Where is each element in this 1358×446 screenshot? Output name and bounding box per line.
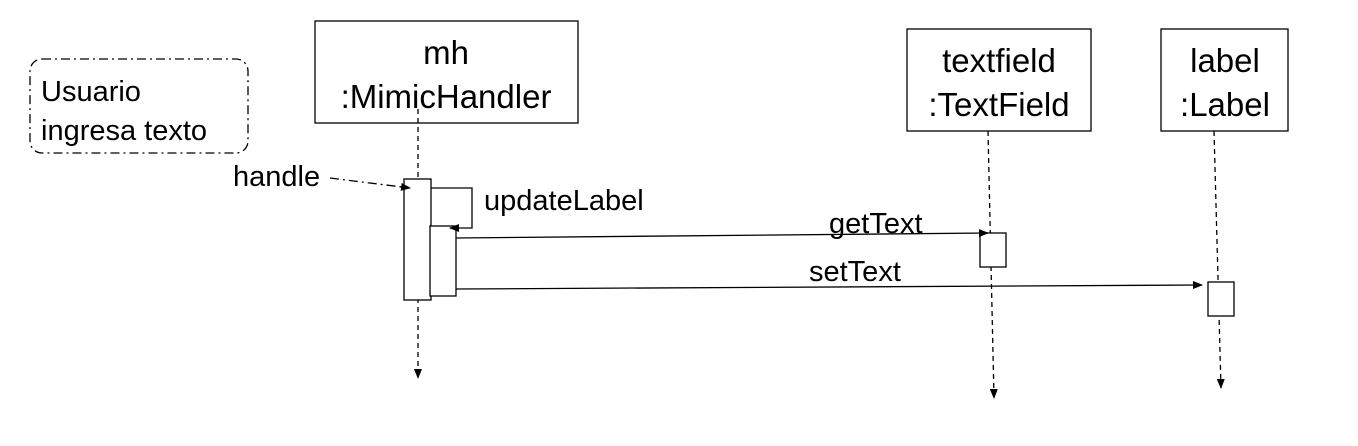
message-gettext-arrow	[455, 229, 989, 239]
message-handle-label: handle	[233, 161, 320, 193]
message-gettext: getText	[455, 208, 989, 240]
lifeline-mimichandler-type: :MimicHandler	[341, 78, 552, 115]
lifeline-label: label :Label	[1160, 28, 1289, 389]
message-handle-arrow	[329, 177, 411, 191]
lifeline-textfield-type: :TextField	[928, 86, 1069, 123]
textfield-activation	[979, 232, 1007, 268]
lifeline-mimichandler: mh :MimicHandler	[314, 20, 579, 379]
message-updatelabel-arrow	[431, 187, 473, 232]
lifeline-textfield-name: textfield	[942, 42, 1056, 79]
lifeline-label-name: label	[1190, 42, 1260, 79]
mimichandler-activation-outer	[403, 178, 432, 301]
message-settext-arrow	[455, 281, 1203, 290]
label-activation	[1207, 281, 1235, 317]
lifeline-textfield: textfield :TextField	[906, 28, 1092, 399]
message-settext: setText	[455, 256, 1203, 290]
lifeline-label-header	[1160, 28, 1289, 132]
message-updatelabel: updateLabel	[431, 185, 644, 232]
message-handle: handle	[233, 161, 411, 193]
lifeline-label-type: :Label	[1180, 86, 1270, 123]
mimichandler-activation-nested	[429, 225, 457, 297]
lifeline-mimichandler-header	[314, 20, 579, 124]
user-note-frame	[29, 58, 249, 154]
lifeline-mimichandler-name: mh	[423, 34, 469, 71]
user-note-line2: ingresa texto	[41, 115, 207, 147]
lifeline-label-line	[1213, 130, 1225, 389]
message-gettext-label: getText	[829, 208, 923, 240]
lifeline-textfield-header	[906, 28, 1092, 132]
user-note: Usuario ingresa texto	[29, 58, 249, 154]
message-settext-label: setText	[809, 256, 901, 288]
message-updatelabel-label: updateLabel	[484, 185, 644, 217]
user-note-line1: Usuario	[41, 76, 141, 108]
